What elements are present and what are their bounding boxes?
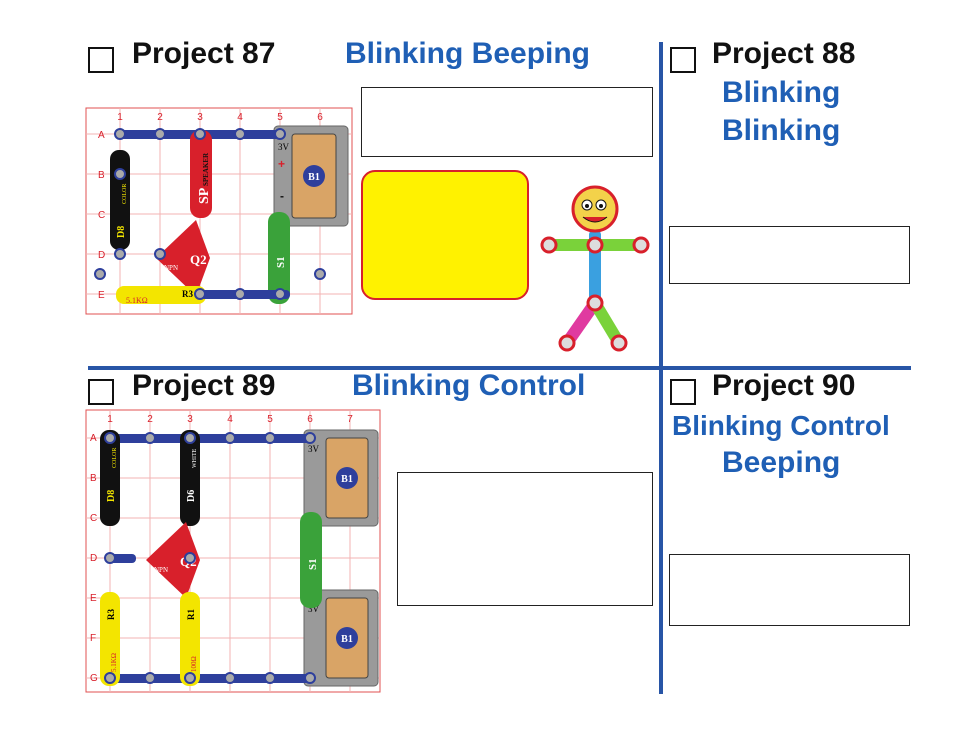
mascot-figure: [540, 185, 650, 352]
col-label: 4: [237, 112, 243, 123]
battery-minus: -: [280, 189, 284, 203]
project-88-checkbox[interactable]: [670, 47, 696, 73]
battery-bottom-label: B1: [341, 634, 353, 645]
battery-label: B1: [308, 172, 320, 183]
project-87-checkbox[interactable]: [88, 47, 114, 73]
col-label: 2: [157, 112, 163, 123]
col-label: 5: [277, 112, 283, 123]
row-label: E: [98, 290, 105, 301]
col-label: 3: [197, 112, 203, 123]
led-d6-label: D6: [186, 490, 197, 502]
project-88-subtitle-line1: Blinking: [722, 76, 841, 109]
col-label: 4: [227, 414, 233, 425]
project-87-subtitle: Blinking Beeping: [345, 37, 591, 70]
resistor-r3-value: 5.1KΩ: [126, 296, 148, 305]
col-label: 6: [317, 112, 323, 123]
row-label: G: [90, 673, 98, 684]
transistor-q2: [156, 220, 210, 296]
resistor-r1-value: 100Ω: [190, 656, 198, 672]
resistor-r3-value: 5.1KΩ: [110, 653, 118, 672]
led-d6-color: WHITE: [192, 448, 198, 468]
project-89-subtitle: Blinking Control: [352, 369, 586, 402]
led-d8: [100, 430, 120, 526]
resistor-r1-label: R1: [186, 609, 196, 620]
project-90-subtitle-line2: Beeping: [722, 446, 841, 479]
col-label: 7: [347, 414, 353, 425]
project-88-subtitle-line2: Blinking: [722, 114, 841, 147]
project-88-title: Project 88: [712, 37, 856, 70]
row-label: D: [90, 553, 97, 564]
project-89-checkbox[interactable]: [88, 379, 114, 405]
row-label: A: [98, 130, 105, 141]
speaker: [190, 130, 212, 218]
resistor-r3: [100, 592, 120, 686]
battery-top-voltage: 3V: [308, 444, 320, 454]
project-90-instructions-box: [669, 554, 910, 626]
slide-switch: [300, 512, 322, 608]
speaker-label: SPEAKER: [202, 152, 210, 186]
project-90-title: Project 90: [712, 369, 856, 402]
row-label: D: [98, 250, 105, 261]
horizontal-divider: [88, 366, 911, 370]
row-label: C: [90, 513, 97, 524]
row-label: B: [90, 473, 97, 484]
row-label: F: [90, 633, 96, 644]
col-label: 5: [267, 414, 273, 425]
project-88-instructions-box: [669, 226, 910, 284]
resistor-r3-label: R3: [106, 609, 116, 620]
project-89-circuit: 1 2 3 4 5 6 7 A B C D E F G B1 3V B1 3V …: [85, 409, 381, 693]
resistor-r3-label: R3: [182, 289, 193, 299]
col-label: 3: [187, 414, 193, 425]
project-89-title: Project 89: [132, 369, 276, 402]
col-label: 1: [107, 414, 113, 425]
project-87-circuit: 1 2 3 4 5 6 A B C D E B1 3V + - SP SPEAK…: [85, 107, 353, 315]
transistor-type: NPN: [154, 566, 168, 574]
led-d8-color: COLOR: [112, 448, 118, 468]
resistor-r3: [116, 286, 206, 304]
project-90-subtitle-line1: Blinking Control: [672, 410, 890, 441]
switch-label: S1: [275, 256, 287, 268]
project-89-instructions-box: [397, 472, 653, 606]
led-d8-label: D8: [106, 490, 117, 502]
row-label: B: [98, 170, 105, 181]
transistor-q2: [146, 522, 200, 598]
slide-switch: [268, 212, 290, 304]
row-label: C: [98, 210, 105, 221]
battery-plus: +: [278, 157, 285, 171]
row-label: E: [90, 593, 97, 604]
col-label: 1: [117, 112, 123, 123]
row-label: A: [90, 433, 97, 444]
col-label: 6: [307, 414, 313, 425]
led-d8-color: COLOR: [122, 184, 128, 204]
switch-label: S1: [307, 558, 319, 570]
project-87-title: Project 87: [132, 37, 276, 70]
speech-bubble: [361, 170, 529, 300]
battery-voltage: 3V: [278, 142, 290, 152]
resistor-r1: [180, 592, 200, 686]
project-87-instructions-box: [361, 87, 653, 157]
transistor-label: Q2: [190, 252, 207, 267]
transistor-type: NPN: [164, 264, 178, 272]
battery-bottom-voltage: 3V: [308, 604, 320, 614]
col-label: 2: [147, 414, 153, 425]
led-d6: [180, 430, 200, 526]
battery-top-label: B1: [341, 474, 353, 485]
project-90-checkbox[interactable]: [670, 379, 696, 405]
led-d8-label: D8: [116, 226, 127, 238]
speaker-code: SP: [197, 187, 212, 204]
